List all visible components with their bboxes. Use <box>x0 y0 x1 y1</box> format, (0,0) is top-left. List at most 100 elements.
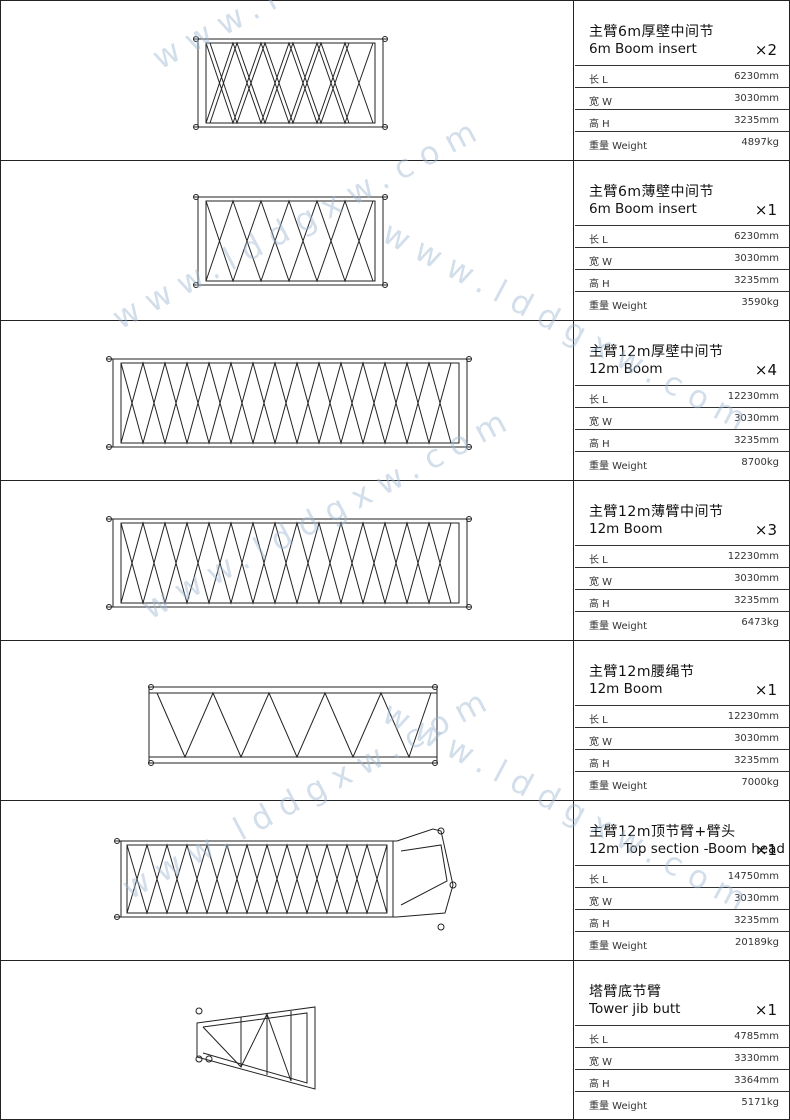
section-title-cn: 主臂12m厚壁中间节 <box>589 344 724 360</box>
boom-12m-thin-drawing <box>106 516 472 610</box>
boom-12m-thick-drawing <box>106 356 472 450</box>
spec-row-height: 高 H 3364mm <box>575 1069 789 1091</box>
spec-value: 5171kg <box>741 1097 779 1108</box>
spec-row-length: 长 L 4785mm <box>575 1025 789 1047</box>
spec-label: 重量 Weight <box>589 941 648 952</box>
spec-value: 3330mm <box>734 1053 779 1064</box>
spec-label: 重量 Weight <box>589 141 648 152</box>
spec-row-weight: 重量 Weight 7000kg <box>575 771 789 793</box>
spec-label: 长 L <box>589 395 608 406</box>
spec-label: 宽 W <box>589 417 613 428</box>
boom-top-head-drawing <box>114 827 457 931</box>
spec-value: 4785mm <box>734 1031 779 1042</box>
spec-row-height: 高 H 3235mm <box>575 909 789 931</box>
quantity-label: ×1 <box>754 841 777 859</box>
spec-label: 长 L <box>589 875 608 886</box>
spec-row-weight: 重量 Weight 5171kg <box>575 1091 789 1113</box>
spec-value: 3030mm <box>734 413 779 424</box>
spec-label: 重量 Weight <box>589 1101 648 1112</box>
spec-label: 高 H <box>589 119 610 130</box>
spec-label: 长 L <box>589 715 608 726</box>
spec-value: 3030mm <box>734 573 779 584</box>
spec-row-weight: 重量 Weight 20189kg <box>575 931 789 953</box>
spec-value: 3030mm <box>734 733 779 744</box>
spec-value: 3030mm <box>734 253 779 264</box>
spec-value: 3235mm <box>734 915 779 926</box>
spec-value: 3364mm <box>734 1075 779 1086</box>
spec-label: 高 H <box>589 919 610 930</box>
section-title-en: 6m Boom insert <box>589 201 697 217</box>
spec-row-height: 高 H 3235mm <box>575 589 789 611</box>
spec-value: 3590kg <box>741 297 779 308</box>
boom-6m-thin-drawing <box>193 194 388 288</box>
spec-label: 重量 Weight <box>589 621 648 632</box>
spec-label: 重量 Weight <box>589 301 648 312</box>
section-title-en: 6m Boom insert <box>589 41 697 57</box>
quantity-label: ×4 <box>754 361 777 379</box>
quantity-label: ×3 <box>754 521 777 539</box>
spec-value: 12230mm <box>727 551 779 562</box>
section-title-en: 12m Boom <box>589 361 663 377</box>
spec-row-width: 宽 W 3030mm <box>575 727 789 749</box>
spec-value: 3235mm <box>734 435 779 446</box>
section-title-cn: 主臂12m薄臂中间节 <box>589 504 724 520</box>
boom-12m-waist-drawing <box>148 684 438 766</box>
spec-label: 高 H <box>589 759 610 770</box>
spec-value: 3030mm <box>734 93 779 104</box>
section-title-en: Tower jib butt <box>589 1001 681 1017</box>
section-title-en: 12m Top section -Boom head <box>589 841 785 857</box>
spec-row-height: 高 H 3235mm <box>575 749 789 771</box>
spec-label: 重量 Weight <box>589 461 648 472</box>
section-title-cn: 主臂6m薄壁中间节 <box>589 184 715 200</box>
section-title-en: 12m Boom <box>589 521 663 537</box>
boom-drawing <box>1 641 574 800</box>
boom-drawing <box>1 161 574 320</box>
tower-jib-butt-drawing <box>195 1006 316 1090</box>
spec-row-weight: 重量 Weight 8700kg <box>575 451 789 473</box>
spec-label: 长 L <box>589 235 608 246</box>
spec-value: 7000kg <box>741 777 779 788</box>
spec-value: 3235mm <box>734 595 779 606</box>
quantity-label: ×1 <box>754 681 777 699</box>
spec-label: 高 H <box>589 599 610 610</box>
boom-drawing <box>1 961 574 1119</box>
spec-label: 长 L <box>589 1035 608 1046</box>
spec-row-width: 宽 W 3030mm <box>575 247 789 269</box>
spec-value: 6230mm <box>734 71 779 82</box>
spec-label: 宽 W <box>589 737 613 748</box>
spec-value: 3235mm <box>734 755 779 766</box>
quantity-label: ×1 <box>754 201 777 219</box>
spec-value: 6230mm <box>734 231 779 242</box>
spec-label: 高 H <box>589 439 610 450</box>
boom-drawing <box>1 1 574 160</box>
spec-value: 3235mm <box>734 275 779 286</box>
spec-value: 20189kg <box>735 937 779 948</box>
spec-label: 重量 Weight <box>589 781 648 792</box>
spec-value: 3030mm <box>734 893 779 904</box>
section-title-en: 12m Boom <box>589 681 663 697</box>
spec-label: 宽 W <box>589 257 613 268</box>
quantity-label: ×1 <box>754 1001 777 1019</box>
spec-panel: 主臂12m顶节臂+臂头 12m Top section -Boom head ×… <box>575 801 789 960</box>
section-row: 主臂12m顶节臂+臂头 12m Top section -Boom head ×… <box>1 801 789 961</box>
spec-value: 8700kg <box>741 457 779 468</box>
spec-label: 高 H <box>589 1079 610 1090</box>
spec-row-height: 高 H 3235mm <box>575 429 789 451</box>
